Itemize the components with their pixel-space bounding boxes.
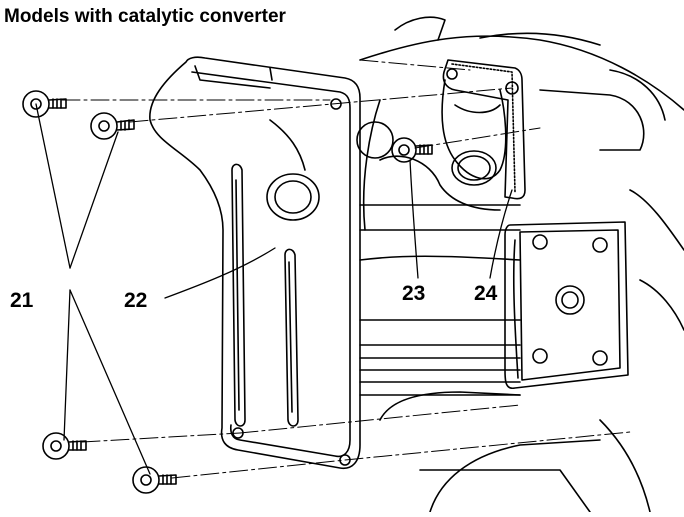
callout-23: 23 [402, 282, 426, 305]
page-title: Models with catalytic converter [4, 6, 286, 27]
muffler-cover-22 [149, 56, 361, 470]
cylinder-fins [356, 121, 521, 396]
callout-22: 22 [124, 289, 148, 312]
screw-21-top-left [22, 90, 67, 118]
exhaust-flange-plate [504, 221, 629, 390]
screw-21-bottom [132, 466, 177, 494]
engine-housing [359, 16, 684, 513]
manifold-outlet [441, 79, 507, 186]
screw-21-lower-left [42, 432, 87, 460]
callout-24: 24 [474, 282, 498, 305]
callout-21: 21 [10, 289, 34, 312]
screw-23 [391, 137, 433, 163]
assembly-axis-lines [61, 59, 631, 479]
leader-lines [35, 103, 513, 475]
screw-21-upper [90, 112, 135, 140]
